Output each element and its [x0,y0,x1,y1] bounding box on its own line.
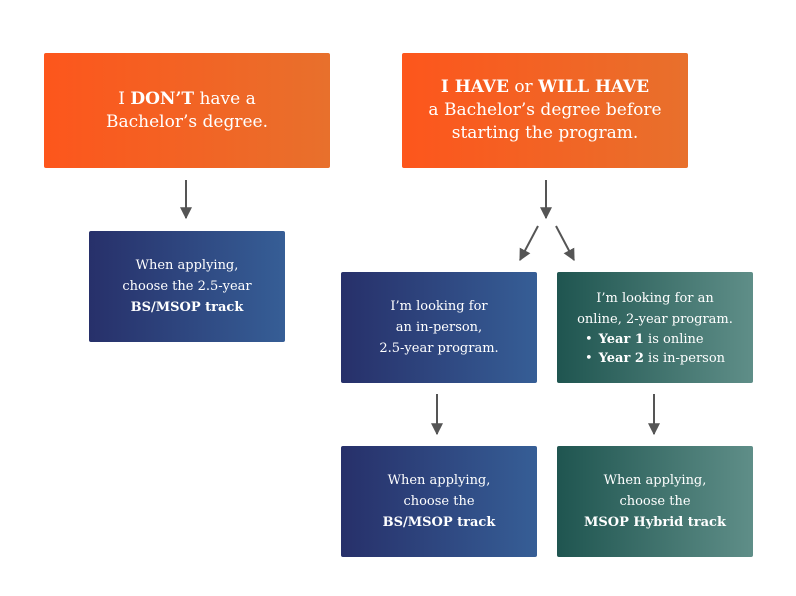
apply-hybrid-box: When applying, choose the MSOP Hybrid tr… [557,446,753,557]
online-line2: online, 2-year program. [577,311,733,327]
online-bullet-year1: Year 1 is online [585,330,725,349]
has-degree-line1: I HAVE or WILL HAVE [441,76,649,99]
no-degree-text-bold: DON’T [130,88,195,109]
no-degree-line2: Bachelor’s degree. [106,111,268,132]
apply-bs-box: When applying, choose the BS/MSOP track [341,446,537,557]
online-bullet-list: Year 1 is online Year 2 is in-person [585,330,725,368]
year1-label: Year 1 [598,331,644,347]
year2-label: Year 2 [598,350,644,366]
apply-bs-direct-line2: choose the 2.5-year [122,279,252,294]
has-degree-box: I HAVE or WILL HAVE a Bachelor’s degree … [402,53,688,168]
apply-hybrid-line2: choose the [619,494,691,509]
online-bullet-year2: Year 2 is in-person [585,349,725,368]
no-degree-text-post: have a [194,88,256,109]
no-degree-text-pre: I [118,88,131,109]
apply-bs-direct-line1: When applying, [135,258,239,273]
arrow-to-in-person [519,225,539,262]
has-degree-bold-b: WILL HAVE [538,77,650,97]
apply-bs-track: BS/MSOP track [382,515,496,530]
in-person-box: I’m looking for an in-person, 2.5-year p… [341,272,537,383]
no-degree-line1: I DON’T have a [118,88,256,111]
apply-bs-direct-track: BS/MSOP track [130,300,244,315]
no-degree-box: I DON’T have a Bachelor’s degree. [44,53,330,168]
has-degree-line3: starting the program. [451,123,639,143]
year2-text: is in-person [643,350,726,366]
apply-hybrid-line1: When applying, [603,473,707,488]
apply-hybrid-track: MSOP Hybrid track [584,515,726,530]
has-degree-bold-a: I HAVE [440,77,509,97]
year1-text: is online [643,331,704,347]
has-degree-line2: a Bachelor’s degree before [428,100,662,120]
in-person-line3: 2.5-year program. [379,341,499,356]
arrow-to-online [555,225,575,262]
online-line1: I’m looking for an [596,290,714,306]
has-degree-mid: or [508,77,539,97]
apply-bs-direct-box: When applying, choose the 2.5-year BS/MS… [89,231,285,342]
online-box: I’m looking for an online, 2-year progra… [557,272,753,383]
apply-bs-line2: choose the [403,494,475,509]
in-person-line2: an in-person, [395,320,483,335]
in-person-line1: I’m looking for [390,299,488,314]
apply-bs-line1: When applying, [387,473,491,488]
